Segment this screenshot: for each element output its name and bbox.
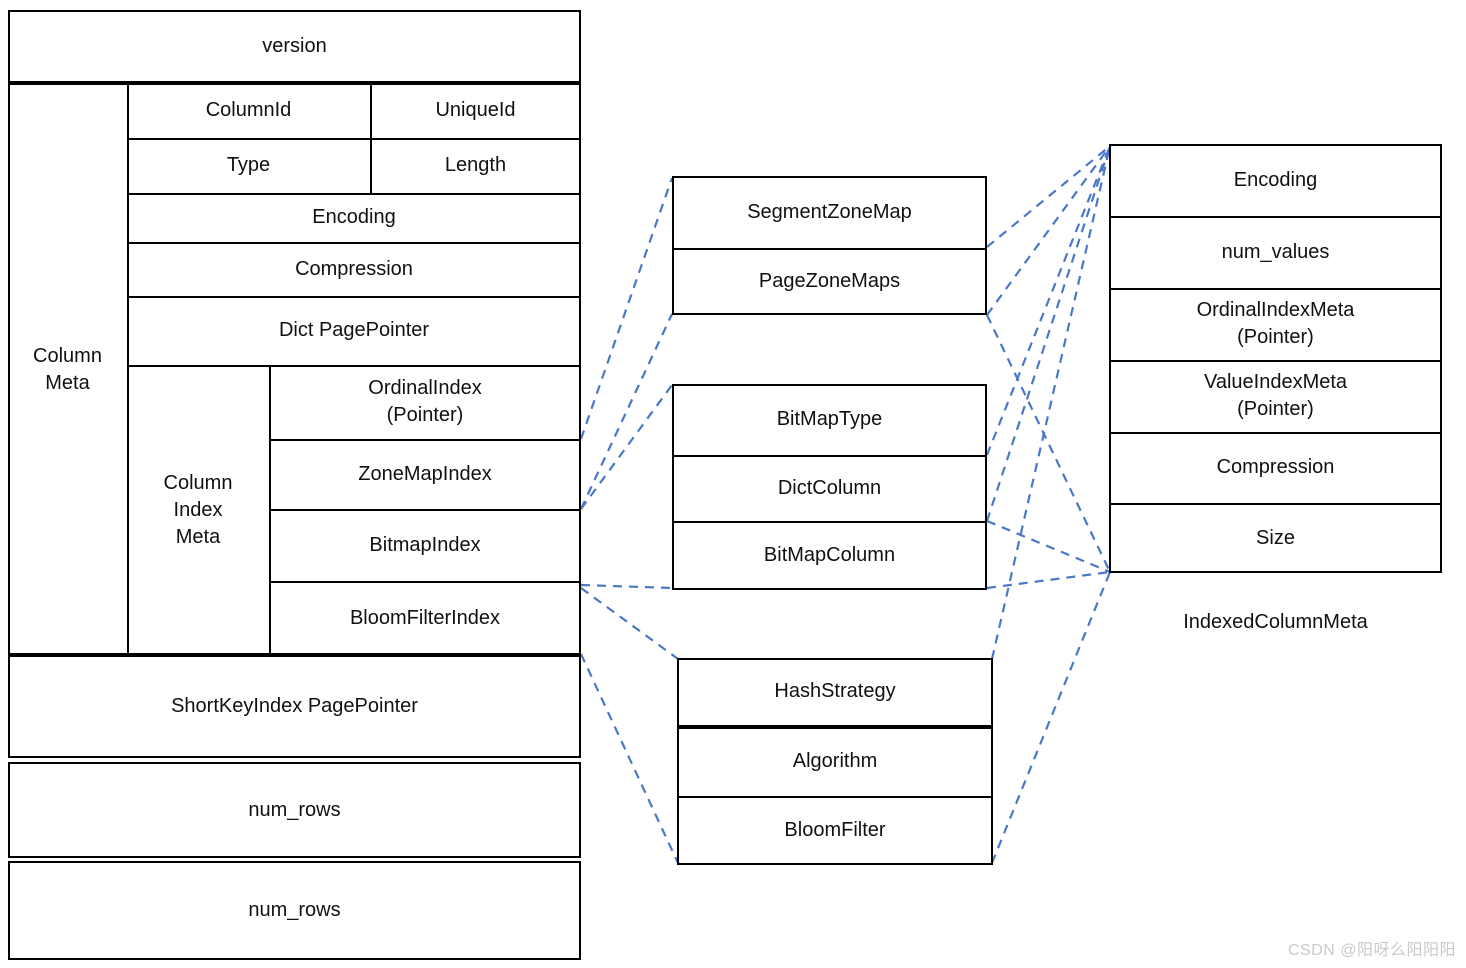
connector-zonemapindex-bottom-to-zonemap-box-bottomleft (580, 313, 673, 510)
divider-row3 (127, 242, 581, 244)
connector-bloomfilterindex-bottom-to-bloom-box-bottomleft (580, 653, 679, 864)
divider-ordinal (269, 439, 581, 441)
connector-pagezonemaps-top-to-icm-topleft (986, 145, 1111, 248)
version-box (8, 10, 581, 83)
connector-bitmapcolumn-bottom-to-icm-bottomleft (986, 570, 1111, 590)
connector-bloomfilterindex-top-to-bloom-box-topleft (580, 587, 679, 660)
bitmaptype-cell: BitMapType (776, 408, 883, 430)
column-id-cell: ColumnId (205, 99, 292, 121)
divider-icm-2 (1109, 288, 1442, 290)
bloom-box (677, 658, 993, 865)
hashstrategy-cell: HashStrategy (774, 680, 896, 702)
pagezonemaps-cell: PageZoneMaps (758, 270, 901, 292)
connector-bloom-box-bottomright-to-icm-bottomleft (990, 571, 1112, 864)
shortkeyindex-box (8, 655, 581, 758)
zonemapindex-cell: ZoneMapIndex (358, 462, 492, 485)
dictcolumn-cell: DictColumn (777, 476, 882, 499)
divider-bitmap (269, 581, 581, 583)
column-meta-label: Column Meta (33, 345, 102, 394)
divider-icm-1 (1109, 216, 1442, 218)
connector-pagezonemaps-bottom-to-icm-topleft (986, 145, 1111, 316)
connector-bitmapindex-bottom-to-bitmap-box-bottomleft (580, 583, 673, 590)
segmentzonemap-cell: SegmentZoneMap (747, 200, 912, 223)
icm-compression-cell: Compression (1216, 456, 1335, 478)
divider-bitmap-box-1 (672, 455, 987, 457)
length-cell: Length (444, 154, 507, 176)
icm-encoding-cell: Encoding (1233, 168, 1318, 191)
divider-row5 (127, 365, 581, 367)
dict-pagepointer-cell: Dict PagePointer (278, 319, 430, 341)
num-rows-box-1 (8, 762, 581, 858)
connector-bitmapindex-top-to-bitmap-box-topleft (580, 384, 673, 510)
divider-icm-5 (1109, 503, 1442, 505)
divider-icm-3 (1109, 360, 1442, 362)
connector-zonemapindex-top-to-zonemap-box-topleft (579, 177, 674, 440)
divider-row4 (127, 296, 581, 298)
indexedcolumnmeta-box (1109, 144, 1442, 573)
divider-row2 (127, 193, 581, 195)
zonemap-box (672, 176, 987, 315)
icm-size-cell: Size (1256, 526, 1295, 549)
connector-dictcolumn-bottom-to-icm-bottomleft (986, 519, 1111, 574)
divider-zonemap-box (672, 248, 987, 250)
watermark: CSDN @阳呀么阳阳阳 (1287, 942, 1456, 959)
divider-icm-4 (1109, 432, 1442, 434)
indexedcolumnmeta-caption: IndexedColumnMeta (1183, 610, 1368, 633)
ordinalindex-cell: OrdinalIndex (Pointer) (368, 377, 482, 426)
version-label: version (262, 35, 327, 57)
divider-bitmap-box-2 (672, 521, 987, 523)
bitmapcolumn-cell: BitMapColumn (763, 544, 896, 566)
connector-dictcolumn-bottom-to-icm-topleft (985, 145, 1112, 522)
column-index-meta-label: Column Index Meta (163, 471, 233, 548)
icm-ordinalindexmeta-cell: OrdinalIndexMeta (Pointer) (1196, 299, 1355, 348)
connector-bloom-box-topright-to-icm-topleft (990, 145, 1112, 660)
column-meta-box (8, 83, 581, 655)
divider-bloom-box-2 (677, 796, 993, 798)
icm-num-values-cell: num_values (1221, 240, 1330, 263)
divider-row1 (127, 138, 581, 140)
connector-dictcolumn-top-to-icm-topleft (985, 145, 1112, 456)
compression-cell: Compression (295, 257, 413, 280)
bloomfilterindex-cell: BloomFilterIndex (349, 606, 501, 629)
divider-zonemap (269, 509, 581, 511)
num-rows-cell-2: num_rows (248, 899, 341, 921)
num-rows-box-2 (8, 861, 581, 960)
bitmap-box (672, 384, 987, 590)
icm-valueindexmeta-cell: ValueIndexMeta (Pointer) (1203, 371, 1348, 420)
shortkeyindex-pagepointer-cell: ShortKeyIndex PagePointer (171, 695, 418, 717)
type-cell: Type (226, 154, 271, 176)
divider-bloom-box-thick (677, 725, 993, 729)
bitmapindex-cell: BitmapIndex (369, 533, 481, 556)
unique-id-cell: UniqueId (435, 99, 516, 121)
algorithm-cell: Algorithm (792, 750, 878, 772)
encoding-cell: Encoding (312, 206, 396, 228)
divider-columnmeta-label (127, 83, 129, 655)
bloomfilter-cell: BloomFilter (784, 819, 886, 841)
num-rows-cell-1: num_rows (248, 798, 341, 821)
connector-pagezonemaps-bottom-to-icm-bottomleft (986, 314, 1111, 573)
